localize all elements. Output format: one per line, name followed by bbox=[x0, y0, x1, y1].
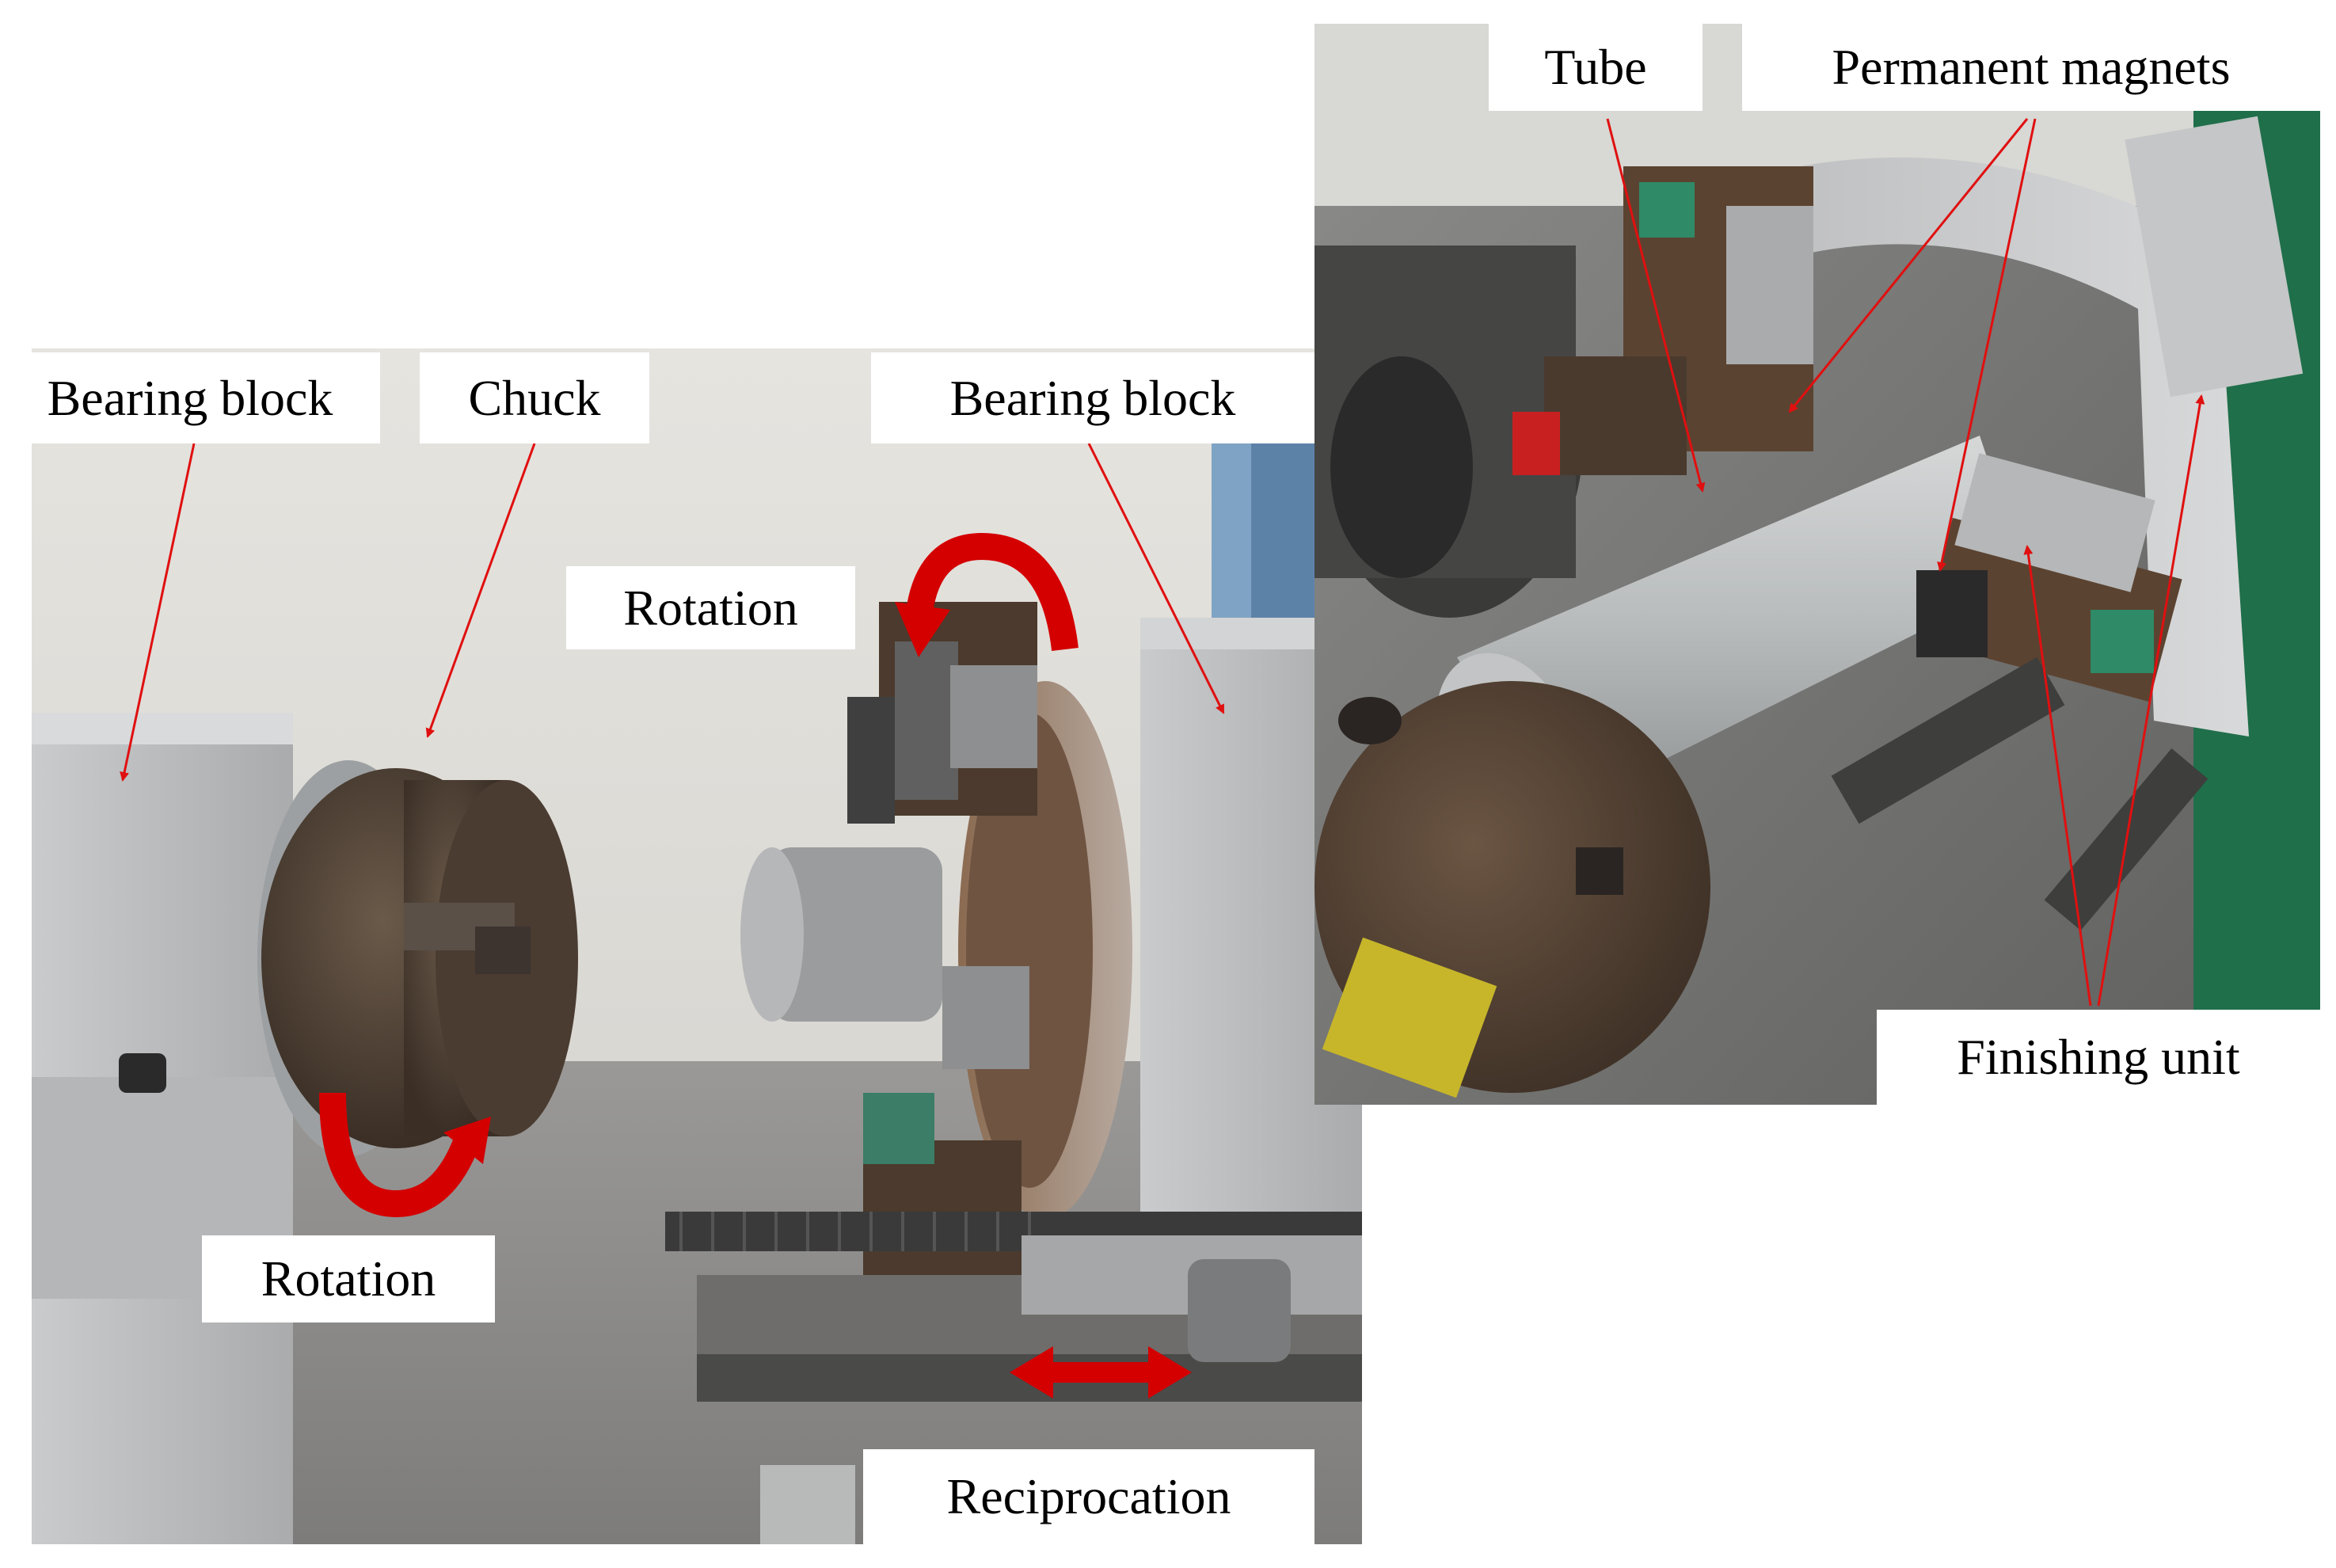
left-photo bbox=[32, 348, 1362, 1544]
label-chuck: Chuck bbox=[420, 352, 649, 443]
label-rotation-lower: Rotation bbox=[202, 1235, 495, 1323]
left-photo-drawing bbox=[32, 348, 1362, 1544]
label-finishing-unit: Finishing unit bbox=[1877, 1010, 2320, 1105]
right-photo bbox=[1314, 24, 2320, 1105]
label-bearing-block-left: Bearing block bbox=[0, 352, 380, 443]
label-reciprocation: Reciprocation bbox=[863, 1449, 1314, 1544]
label-permanent-magnets: Permanent magnets bbox=[1742, 24, 2320, 111]
label-rotation-upper: Rotation bbox=[566, 566, 855, 649]
label-tube: Tube bbox=[1489, 24, 1703, 111]
right-photo-drawing bbox=[1314, 24, 2320, 1105]
label-bearing-block-right: Bearing block bbox=[871, 352, 1314, 443]
